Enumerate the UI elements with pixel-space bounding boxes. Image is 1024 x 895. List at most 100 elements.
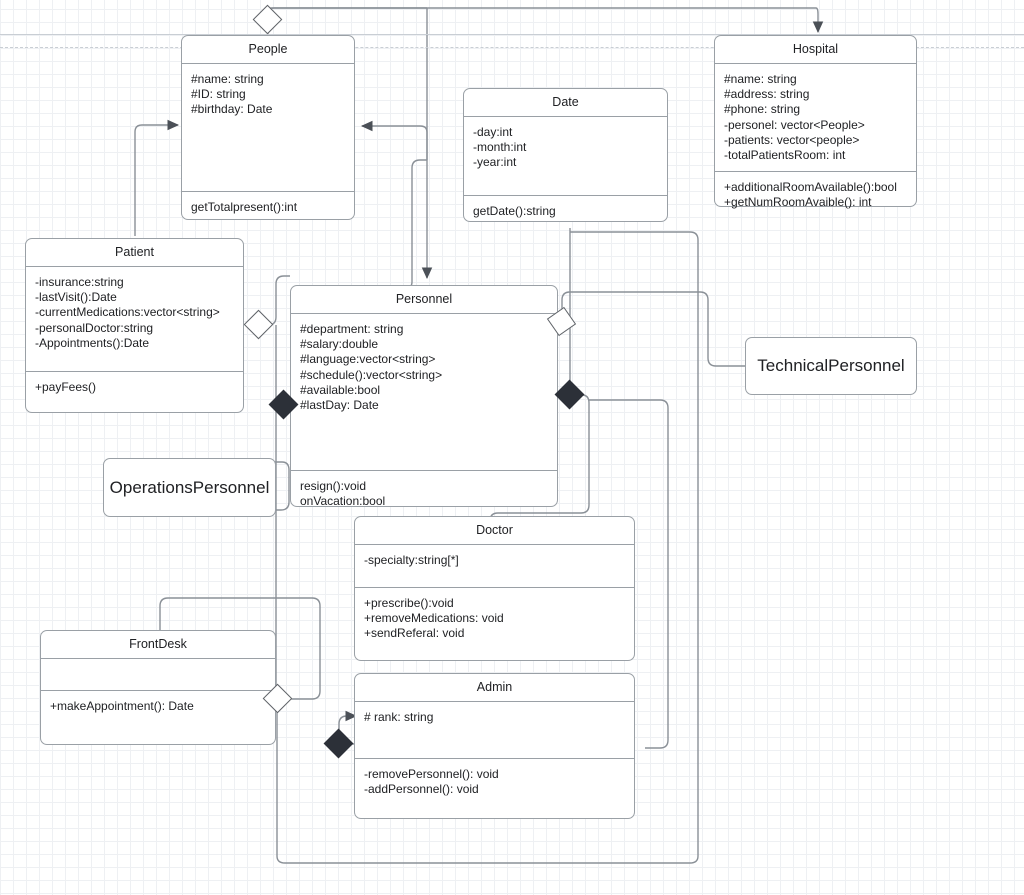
class-operations-patient: +payFees() [26,372,243,403]
edge-patient-people [134,119,180,236]
divider [355,544,634,545]
class-title-operations-personnel: OperationsPersonnel [109,477,270,497]
class-title-people: People [248,42,288,56]
class-attributes-frontdesk [41,659,275,690]
class-attributes-people: #name: string #ID: string #birthday: Dat… [182,64,354,191]
class-box-hospital[interactable]: Hospital #name: string #address: string … [714,35,917,209]
divider [715,171,916,173]
attribute-row: #birthday: Date [191,102,273,117]
class-title-doctor: Doctor [476,523,513,537]
class-box-frontdesk[interactable]: FrontDesk +makeAppointment(): Date [40,630,276,745]
divider [464,195,667,196]
attribute-row: -day:int [473,125,513,139]
edge-hospital-bottom-route [276,231,699,864]
attribute-row: # rank: string [364,710,434,724]
edge-to-hospital-top [268,7,824,34]
attribute-row: -lastVisit():Date [35,290,117,305]
class-attributes-doctor: -specialty:string[*] [355,545,634,587]
edge-hospital-people-aggregation [267,7,427,34]
edge-frontdesk-route [159,597,321,700]
edge-date-people [360,120,428,160]
operation-row: +payFees() [35,380,97,394]
divider [291,470,557,471]
class-box-admin[interactable]: Admin # rank: string -removePersonnel():… [354,673,635,819]
operation-row: getTotalpresent():int [191,200,298,214]
attribute-row: #language:vector<string> [300,352,436,367]
class-box-operations-personnel[interactable]: OperationsPersonnel [103,458,276,517]
class-operations-hospital: +additionalRoomAvailable():bool +getNumR… [715,172,916,218]
attribute-row: -currentMedications:vector<string> [35,305,220,320]
class-operations-personnel: resign():void onVacation:bool [291,471,557,517]
divider [182,63,354,64]
operation-row: onVacation:bool [300,494,386,509]
edge-personnel-doctor [489,394,590,522]
operation-row: +makeAppointment(): Date [50,699,194,713]
divider [355,587,634,588]
class-attributes-hospital: #name: string #address: string #phone: s… [715,64,916,171]
operation-row: -removePersonnel(): void [364,767,499,781]
attribute-row: #department: string [300,322,404,336]
class-title-patient: Patient [115,245,154,259]
divider [715,63,916,64]
class-title-technical-personnel: TechnicalPersonnel [757,356,905,375]
edge-operations-stub [275,461,290,511]
attribute-row: #schedule():vector<string> [300,367,443,382]
attribute-row: -month:int [473,140,527,155]
operation-row: +removeMedications: void [364,611,504,626]
divider [355,758,634,759]
operation-row: +sendReferal: void [364,626,465,641]
class-attributes-personnel: #department: string #salary:double #lang… [291,314,557,470]
divider [26,371,243,372]
attribute-row: -year:int [473,155,517,170]
class-box-doctor[interactable]: Doctor -specialty:string[*] +prescribe()… [354,516,635,661]
class-box-people[interactable]: People #name: string #ID: string #birthd… [181,35,355,220]
operation-row: +additionalRoomAvailable():bool [724,180,897,195]
divider [182,191,354,192]
class-title-admin: Admin [476,680,513,694]
class-title-date: Date [552,95,579,109]
edge-personnel-technical [561,291,745,367]
class-box-date[interactable]: Date -day:int -month:int -year:int getDa… [463,88,668,222]
class-operations-date: getDate():string [464,196,667,227]
attribute-row: -personalDoctor:string [35,320,154,335]
divider [464,116,667,117]
divider [26,266,243,267]
attribute-row: -personel: vector<People> [724,117,865,132]
horizontal-dashed-guide [0,47,1024,48]
attribute-row: #salary:double [300,337,379,352]
divider [291,313,557,314]
attribute-row: -specialty:string[*] [364,553,459,567]
class-box-technical-personnel[interactable]: TechnicalPersonnel [745,337,917,395]
attribute-row: -totalPatientsRoom: int [724,148,846,163]
edge-admin-left [338,710,358,733]
operation-row: +getNumRoomAvaible(): int [724,195,872,210]
class-operations-people: getTotalpresent():int [182,192,354,223]
attribute-row: #ID: string [191,87,246,102]
class-title-personnel: Personnel [395,292,453,306]
horizontal-guide-line [0,34,1024,35]
class-operations-frontdesk: +makeAppointment(): Date [41,691,275,722]
divider [355,701,634,702]
attribute-row: -insurance:string [35,275,124,289]
attribute-row: #lastDay: Date [300,398,379,413]
class-title-frontdesk: FrontDesk [129,637,187,651]
operation-row: +prescribe():void [364,596,454,610]
attribute-row: -Appointments():Date [35,335,150,350]
edge-doctor-bottom [589,399,669,749]
operation-row: resign():void [300,479,367,493]
class-operations-admin: -removePersonnel(): void -addPersonnel()… [355,759,634,805]
attribute-row: #available:bool [300,382,381,397]
class-attributes-admin: # rank: string [355,702,634,758]
attribute-row: -patients: vector<people> [724,132,860,147]
class-title-hospital: Hospital [792,42,839,56]
operation-row: getDate():string [473,204,556,218]
class-attributes-patient: -insurance:string -lastVisit():Date -cur… [26,267,243,371]
class-box-patient[interactable]: Patient -insurance:string -lastVisit():D… [25,238,244,413]
class-box-personnel[interactable]: Personnel #department: string #salary:do… [290,285,558,508]
class-operations-doctor: +prescribe():void +removeMedications: vo… [355,588,634,650]
divider [41,690,275,691]
attribute-row: #phone: string [724,102,801,117]
class-attributes-date: -day:int -month:int -year:int [464,117,667,195]
attribute-row: #name: string [191,72,264,86]
